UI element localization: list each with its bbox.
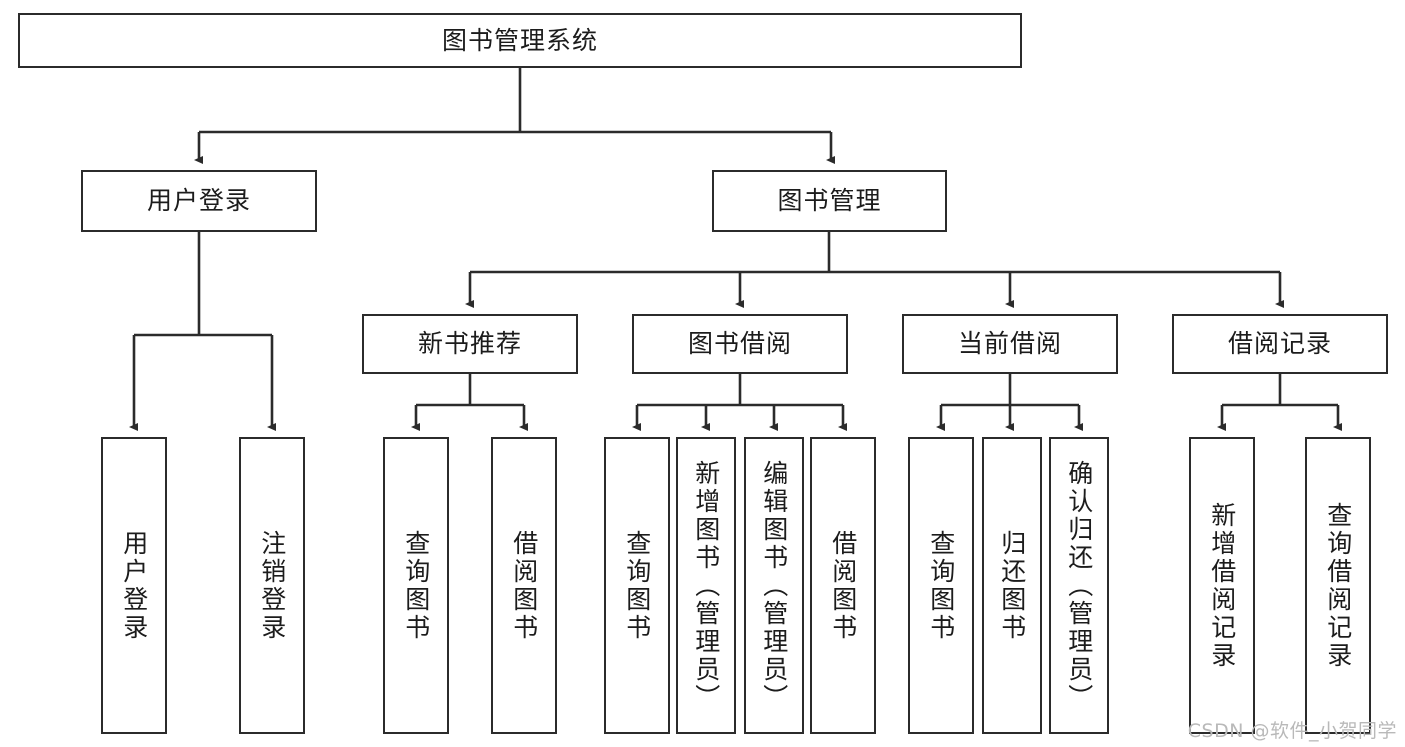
- node-root-label: 图书管理系统: [441, 25, 598, 55]
- node-user-login-label: 用户登录: [146, 186, 251, 216]
- node-book-borrow[interactable]: 图书借阅: [632, 314, 848, 374]
- leaf-label: 确认归还（管理员）: [1064, 459, 1094, 712]
- leaf-label: 查询图书: [926, 529, 956, 642]
- node-book-borrow-label: 图书借阅: [687, 329, 792, 359]
- leaf-book-borrow-0[interactable]: 查询图书: [604, 437, 670, 734]
- leaf-current-borrow-1[interactable]: 归还图书: [982, 437, 1042, 734]
- leaf-label: 借阅图书: [509, 529, 539, 642]
- leaf-user-login-0[interactable]: 用户登录: [101, 437, 167, 734]
- leaf-current-borrow-2[interactable]: 确认归还（管理员）: [1049, 437, 1109, 734]
- leaf-label: 编辑图书（管理员）: [759, 459, 789, 712]
- node-book-manage[interactable]: 图书管理: [712, 170, 947, 232]
- leaf-label: 查询借阅记录: [1323, 501, 1353, 670]
- leaf-new-book-recommend-1[interactable]: 借阅图书: [491, 437, 557, 734]
- leaf-label: 归还图书: [997, 529, 1027, 642]
- leaf-label: 新增借阅记录: [1207, 501, 1237, 670]
- node-root[interactable]: 图书管理系统: [18, 13, 1022, 68]
- leaf-label: 借阅图书: [828, 529, 858, 642]
- leaf-borrow-record-0[interactable]: 新增借阅记录: [1189, 437, 1255, 734]
- node-new-book-recommend[interactable]: 新书推荐: [362, 314, 578, 374]
- leaf-current-borrow-0[interactable]: 查询图书: [908, 437, 974, 734]
- leaf-book-borrow-2[interactable]: 编辑图书（管理员）: [744, 437, 804, 734]
- node-current-borrow-label: 当前借阅: [957, 329, 1062, 359]
- node-user-login[interactable]: 用户登录: [81, 170, 317, 232]
- leaf-label: 新增图书（管理员）: [691, 459, 721, 712]
- leaf-label: 注销登录: [257, 529, 287, 642]
- leaf-book-borrow-3[interactable]: 借阅图书: [810, 437, 876, 734]
- leaf-label: 查询图书: [622, 529, 652, 642]
- node-new-book-recommend-label: 新书推荐: [417, 329, 522, 359]
- leaf-label: 查询图书: [401, 529, 431, 642]
- leaf-book-borrow-1[interactable]: 新增图书（管理员）: [676, 437, 736, 734]
- leaf-label: 用户登录: [119, 529, 149, 642]
- leaf-borrow-record-1[interactable]: 查询借阅记录: [1305, 437, 1371, 734]
- node-book-manage-label: 图书管理: [777, 186, 882, 216]
- watermark-text: CSDN @软件_小贺同学: [1187, 720, 1397, 742]
- node-borrow-record-label: 借阅记录: [1227, 329, 1332, 359]
- leaf-user-login-1[interactable]: 注销登录: [239, 437, 305, 734]
- node-current-borrow[interactable]: 当前借阅: [902, 314, 1118, 374]
- node-borrow-record[interactable]: 借阅记录: [1172, 314, 1388, 374]
- leaf-new-book-recommend-0[interactable]: 查询图书: [383, 437, 449, 734]
